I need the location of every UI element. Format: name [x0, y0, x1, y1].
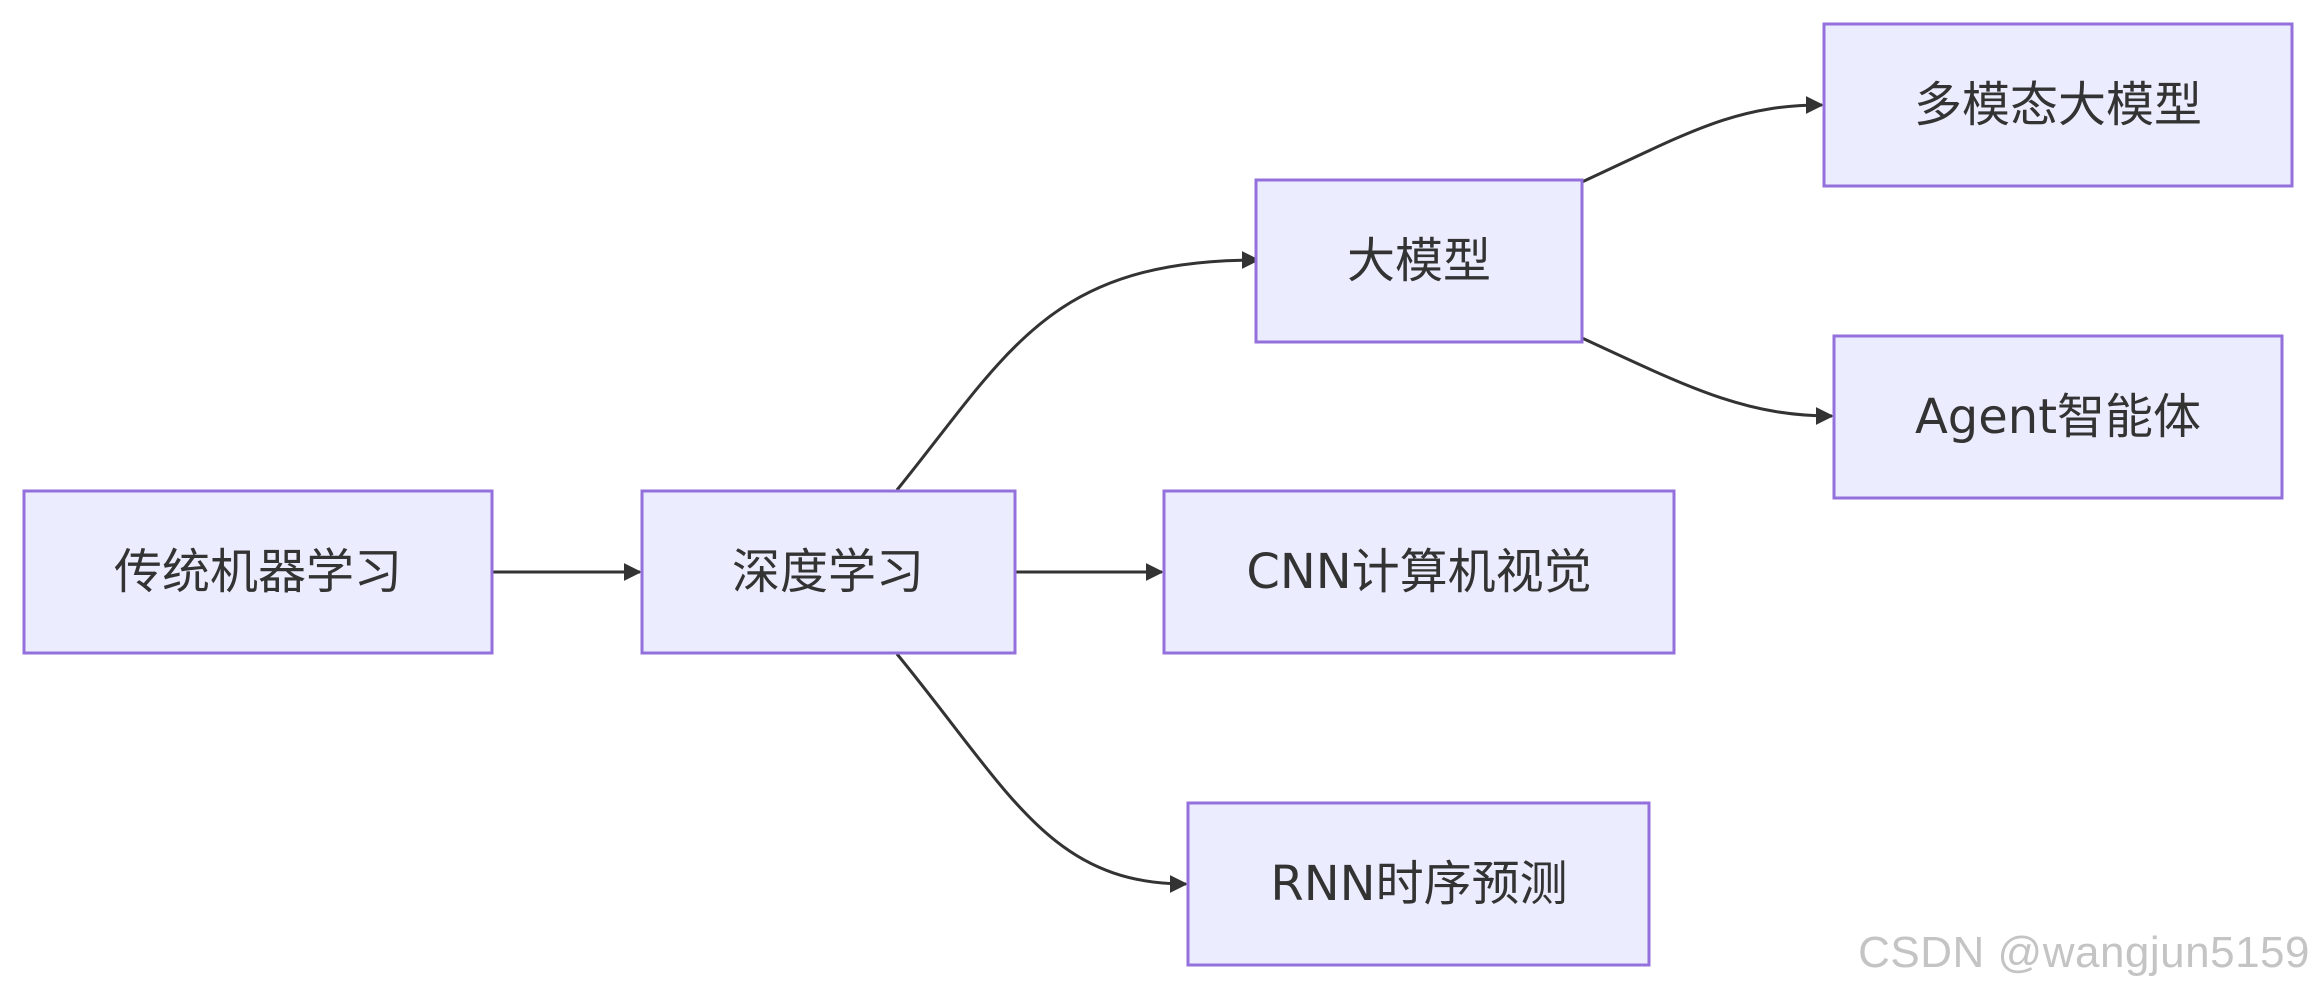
node-deep-learning[interactable]: 深度学习	[640, 489, 1017, 655]
node-multimodal-model-label: 多模态大模型	[1914, 77, 2202, 133]
edges	[492, 96, 1834, 893]
node-cnn-vision-label: CNN计算机视觉	[1246, 544, 1591, 600]
edge-deep-learning-to-rnn-timeseries	[895, 653, 1188, 893]
edge-deep-learning-to-large-model	[895, 251, 1260, 491]
node-traditional-ml-label: 传统机器学习	[114, 544, 402, 600]
node-large-model[interactable]: 大模型	[1254, 178, 1584, 344]
node-traditional-ml[interactable]: 传统机器学习	[22, 489, 494, 655]
edge-large-model-to-agent	[1581, 336, 1834, 425]
node-rnn-timeseries-label: RNN时序预测	[1270, 856, 1567, 912]
node-multimodal-model[interactable]: 多模态大模型	[1822, 22, 2294, 188]
node-cnn-vision[interactable]: CNN计算机视觉	[1162, 489, 1676, 655]
edge-large-model-to-multimodal	[1581, 96, 1824, 184]
node-deep-learning-label: 深度学习	[732, 544, 924, 600]
node-agent[interactable]: Agent智能体	[1832, 334, 2284, 500]
node-agent-label: Agent智能体	[1915, 389, 2201, 445]
watermark-text: CSDN @wangjun5159	[1858, 928, 2310, 977]
node-rnn-timeseries[interactable]: RNN时序预测	[1186, 801, 1651, 967]
node-large-model-label: 大模型	[1347, 233, 1491, 289]
